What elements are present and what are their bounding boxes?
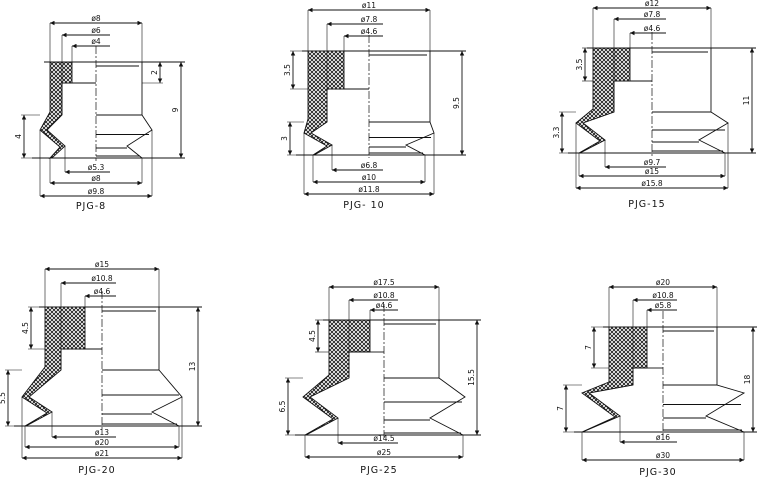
dimension-label: ø20 (656, 278, 670, 287)
dimension-label: ø13 (95, 428, 109, 437)
drawing-title: PJG-25 (360, 465, 397, 476)
dimension-label: 4.5 (308, 330, 317, 342)
dimension-label: ø5.8 (655, 301, 672, 310)
drawing-title: PJG-15 (628, 199, 665, 210)
hatched-section (575, 47, 631, 154)
hatched-section (39, 61, 73, 159)
dimension-label: ø11.8 (358, 185, 380, 194)
dimension-label: ø9.8 (88, 187, 105, 196)
dimension-label: ø6 (91, 26, 101, 35)
dimension-label: 11 (742, 96, 751, 106)
drawing-title: PJG-8 (76, 201, 106, 212)
dimension-label: ø6.8 (361, 161, 378, 170)
dimension-label: ø8 (91, 14, 101, 23)
body-outline (630, 47, 729, 154)
dimension-label: 4.5 (21, 322, 30, 334)
dimension-label: ø4.6 (376, 301, 393, 310)
dimension-label: 3.5 (575, 58, 584, 70)
dimension-label: ø4 (91, 37, 101, 46)
dimension-label: 3.3 (552, 126, 561, 138)
dimension-label: ø4.6 (94, 287, 111, 296)
dimension-label: ø12 (645, 0, 659, 8)
dimension-label: 3 (280, 136, 289, 141)
body-outline (72, 61, 153, 159)
dimension-label: ø10.8 (652, 291, 674, 300)
dimension-label: 6.5 (278, 400, 287, 412)
dimension-label: ø21 (95, 449, 109, 458)
hatched-section (581, 326, 648, 433)
dimension-label: 7 (556, 406, 565, 411)
dimension-label: ø15.8 (641, 179, 663, 188)
hatched-section (303, 50, 345, 156)
dimension-label: ø8 (91, 174, 101, 183)
body-outline (344, 50, 435, 156)
dimension-label: 3.5 (283, 64, 292, 76)
dimension-label: 7 (584, 345, 593, 350)
body-outline (85, 306, 183, 427)
dimension-label: ø4.6 (644, 24, 661, 33)
body-outline (647, 326, 746, 433)
drawing-title: PJG-30 (639, 467, 676, 478)
dimension-label: ø7.8 (644, 10, 661, 19)
dimension-label: ø10.8 (91, 274, 113, 283)
dimension-label: 18 (743, 375, 752, 385)
dimension-label: ø10 (362, 173, 376, 182)
dimension-label: ø30 (656, 451, 670, 460)
dimension-label: ø9.7 (644, 158, 661, 167)
drawing-title: PJG-20 (78, 465, 115, 476)
dimension-label: ø10.8 (373, 291, 395, 300)
drawing-title: PJG- 10 (343, 200, 384, 211)
dimension-label: ø4.6 (361, 27, 378, 36)
dimension-label: 15.5 (467, 369, 476, 386)
dimension-label: ø5.3 (88, 163, 105, 172)
dimension-label: ø15 (95, 260, 109, 269)
dimension-label: 5.5 (0, 392, 7, 404)
dimension-label: 2 (150, 70, 159, 75)
dimension-label: ø16 (656, 433, 670, 442)
dimension-label: ø17.5 (373, 278, 395, 287)
dimension-label: ø14.5 (373, 434, 395, 443)
dimension-label: ø11 (362, 1, 376, 10)
dimension-label: 13 (188, 362, 197, 372)
dimension-label: 9 (171, 107, 180, 112)
dimension-label: ø25 (377, 448, 391, 457)
dimension-label: ø20 (95, 438, 109, 447)
dimension-label: ø15 (645, 167, 659, 176)
dimension-label: 4 (14, 134, 23, 139)
dimension-label: ø7.8 (361, 15, 378, 24)
dimension-label: 9.5 (452, 97, 461, 109)
